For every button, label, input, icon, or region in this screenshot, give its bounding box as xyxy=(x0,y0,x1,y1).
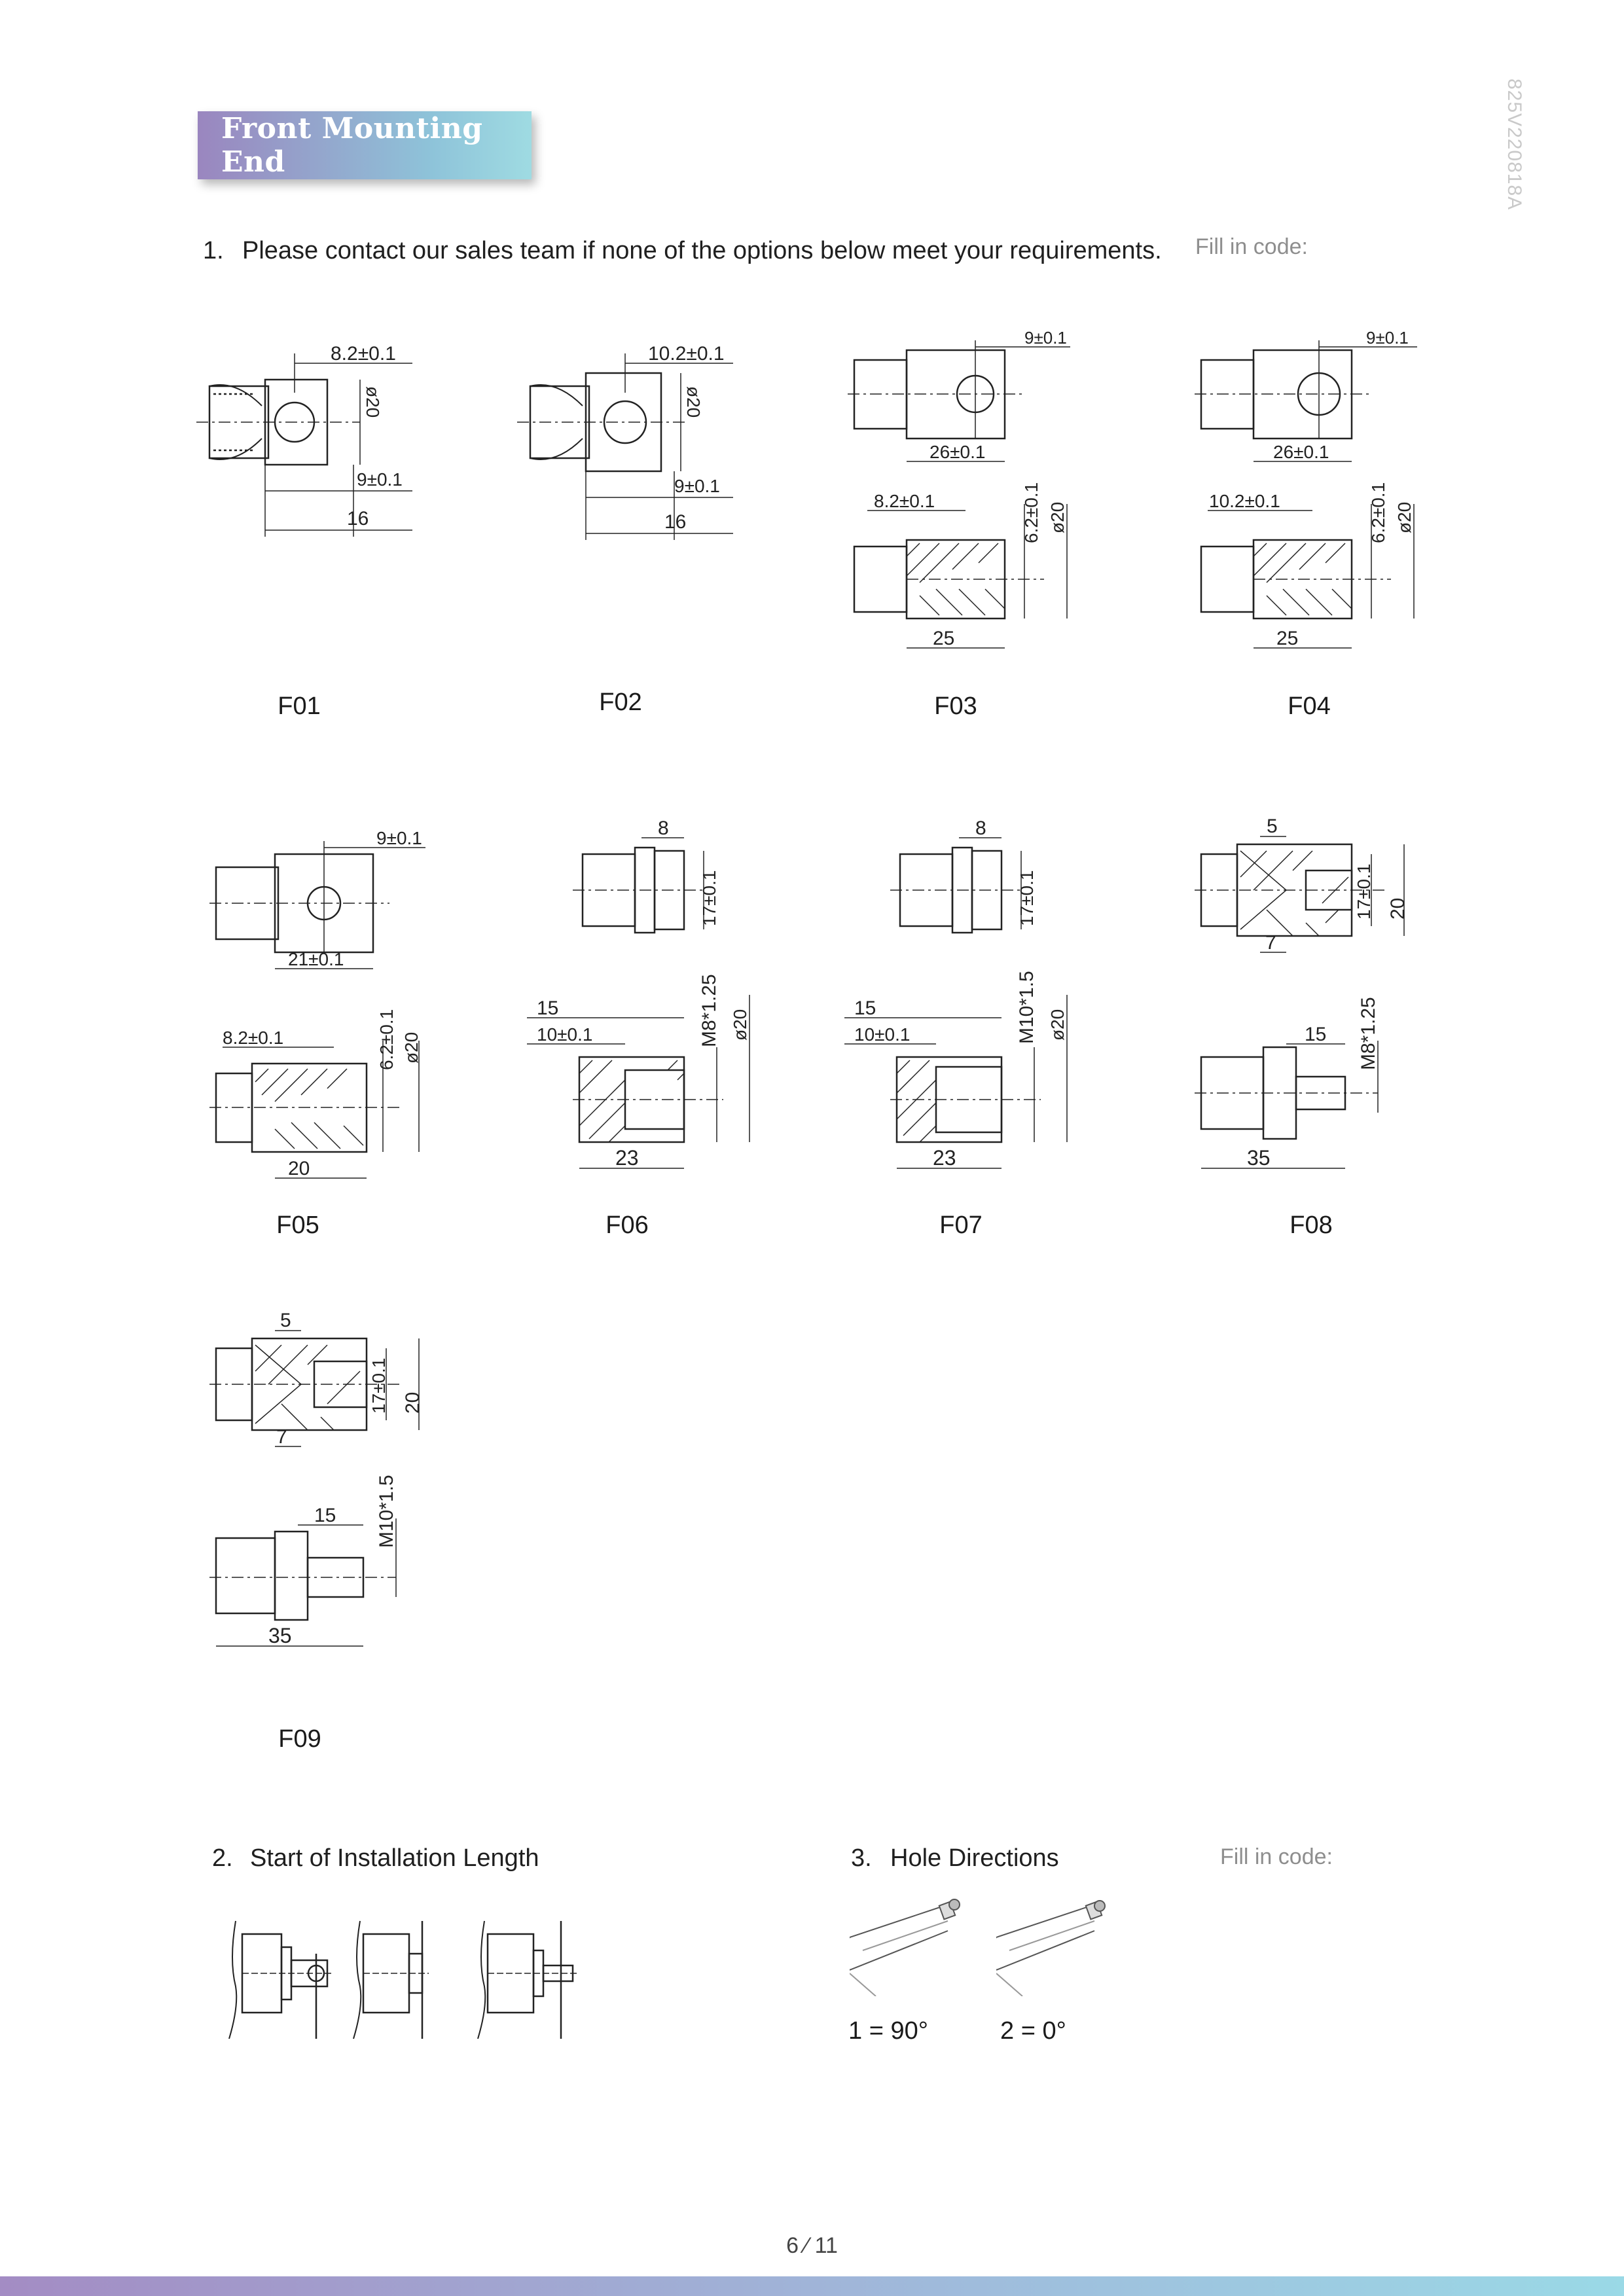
f09-dim-3: 20 xyxy=(402,1392,424,1414)
f06-dim-5: M8*1.25 xyxy=(698,974,720,1047)
f06-dim-6: ø20 xyxy=(730,1009,750,1041)
f08-dim-5: 15 xyxy=(1305,1024,1326,1045)
section-3-fill-in-code: Fill in code: xyxy=(1220,1844,1333,1869)
f09-dim-5: 15 xyxy=(314,1505,336,1526)
f09-dim-7: 35 xyxy=(268,1624,292,1647)
f03-dim-2: 26±0.1 xyxy=(929,442,985,462)
option-code-f06: F06 xyxy=(605,1211,649,1239)
f06-drawing: 8 17±0.1 15 10±0.1 M8*1.25 ø20 23 xyxy=(527,817,750,1170)
option-code-f08: F08 xyxy=(1290,1211,1333,1239)
f07-dim-2: 17±0.1 xyxy=(1017,870,1037,926)
f04-dim-6: 25 xyxy=(1276,628,1298,649)
f03-dim-3: 8.2±0.1 xyxy=(874,491,935,511)
option-code-f01: F01 xyxy=(278,692,321,720)
section-3-text: Hole Directions xyxy=(890,1844,1059,1872)
f04-dim-4: 6.2±0.1 xyxy=(1368,482,1388,543)
section-2-number: 2. xyxy=(212,1844,233,1872)
f03-dim-6: 25 xyxy=(933,628,954,649)
f05-dim-6: 20 xyxy=(288,1158,310,1179)
f08-dim-3: 20 xyxy=(1387,898,1409,920)
document-code: 825V220818A xyxy=(1504,79,1525,211)
f04-dim-3: 10.2±0.1 xyxy=(1209,491,1280,511)
f03-drawing: 9±0.1 26±0.1 8.2±0.1 6.2±0.1 ø20 25 xyxy=(848,328,1070,649)
f04-dim-5: ø20 xyxy=(1394,502,1415,533)
section-3-number: 3. xyxy=(851,1844,872,1872)
page-number: 6 ⁄ 11 xyxy=(786,2233,838,2258)
f01-dim-1: 8.2±0.1 xyxy=(331,343,396,365)
f07-dim-3: 15 xyxy=(854,997,876,1019)
f07-dim-7: 23 xyxy=(933,1146,956,1170)
f08-dim-6: M8*1.25 xyxy=(1358,997,1379,1070)
section-1-number: 1. xyxy=(203,237,224,264)
section-2-text: Start of Installation Length xyxy=(250,1844,539,1872)
section-1-fill-in-code: Fill in code: xyxy=(1195,234,1308,259)
f04-dim-1: 9±0.1 xyxy=(1366,328,1409,348)
f07-drawing: 8 17±0.1 15 10±0.1 M10*1.5 ø20 23 xyxy=(844,817,1068,1170)
f06-dim-2: 17±0.1 xyxy=(699,870,719,926)
f02-dim-2: 9±0.1 xyxy=(674,476,720,496)
f09-dim-1: 5 xyxy=(280,1310,291,1331)
f04-drawing: 9±0.1 26±0.1 10.2±0.1 6.2±0.1 ø20 25 xyxy=(1195,328,1417,649)
option-code-f07: F07 xyxy=(939,1211,983,1239)
f09-drawing: 5 17±0.1 20 7 15 M10*1.5 35 xyxy=(209,1310,424,1647)
option-code-f03: F03 xyxy=(934,692,977,720)
f08-dim-4: 7 xyxy=(1265,932,1276,954)
f06-dim-7: 23 xyxy=(615,1146,639,1170)
f06-dim-3: 15 xyxy=(537,997,558,1019)
f05-dim-4: 6.2±0.1 xyxy=(376,1009,397,1070)
hole-direction-0-image xyxy=(996,1900,1106,1996)
footer-gradient-bar xyxy=(0,2276,1624,2296)
f08-drawing: 5 17±0.1 20 7 15 M8*1.25 35 xyxy=(1195,816,1409,1170)
section-title: Front Mounting End xyxy=(221,112,483,179)
option-code-f04: F04 xyxy=(1288,692,1331,720)
f08-dim-1: 5 xyxy=(1267,816,1278,837)
f06-dim-1: 8 xyxy=(658,817,669,839)
option-code-f02: F02 xyxy=(599,689,642,716)
f05-drawing: 9±0.1 21±0.1 8.2±0.1 6.2±0.1 ø20 20 xyxy=(209,828,425,1179)
f02-drawing: 10.2±0.1 9±0.1 16 ø20 xyxy=(517,343,733,540)
f07-dim-4: 10±0.1 xyxy=(854,1024,910,1045)
f06-dim-4: 10±0.1 xyxy=(537,1024,592,1045)
f02-dim-1: 10.2±0.1 xyxy=(648,343,725,365)
f01-dim-4: ø20 xyxy=(363,386,383,418)
option-code-f05: F05 xyxy=(276,1211,319,1239)
f03-dim-4: 6.2±0.1 xyxy=(1021,482,1041,543)
f05-dim-2: 21±0.1 xyxy=(288,949,344,969)
f01-dim-3: 16 xyxy=(347,508,369,529)
hole-direction-0-label: 2 = 0° xyxy=(1000,2017,1066,2045)
f05-dim-5: ø20 xyxy=(401,1032,422,1064)
f02-dim-3: 16 xyxy=(664,511,686,533)
f05-dim-3: 8.2±0.1 xyxy=(223,1028,283,1048)
option-code-f09: F09 xyxy=(278,1725,321,1753)
f07-dim-1: 8 xyxy=(975,817,986,839)
f08-dim-2: 17±0.1 xyxy=(1354,864,1374,920)
f04-dim-2: 26±0.1 xyxy=(1273,442,1329,462)
hole-direction-90-label: 1 = 90° xyxy=(848,2017,928,2045)
f07-dim-6: ø20 xyxy=(1047,1009,1068,1041)
f01-dim-2: 9±0.1 xyxy=(357,469,403,490)
f05-dim-1: 9±0.1 xyxy=(376,828,422,848)
f08-dim-7: 35 xyxy=(1247,1146,1271,1170)
f09-dim-4: 7 xyxy=(276,1426,287,1448)
hole-direction-90-image xyxy=(850,1899,960,1996)
f09-dim-2: 17±0.1 xyxy=(369,1358,389,1414)
f03-dim-1: 9±0.1 xyxy=(1024,328,1067,348)
section-1-text: Please contact our sales team if none of… xyxy=(242,237,1162,264)
f03-dim-5: ø20 xyxy=(1047,502,1068,533)
installation-length-drawing xyxy=(228,1920,579,2039)
f09-dim-6: M10*1.5 xyxy=(376,1475,397,1548)
f01-drawing: 8.2±0.1 9±0.1 16 ø20 xyxy=(196,343,412,537)
section-title-badge: Front Mounting End xyxy=(198,111,532,179)
f07-dim-5: M10*1.5 xyxy=(1016,971,1038,1044)
f02-dim-4: ø20 xyxy=(683,386,704,418)
